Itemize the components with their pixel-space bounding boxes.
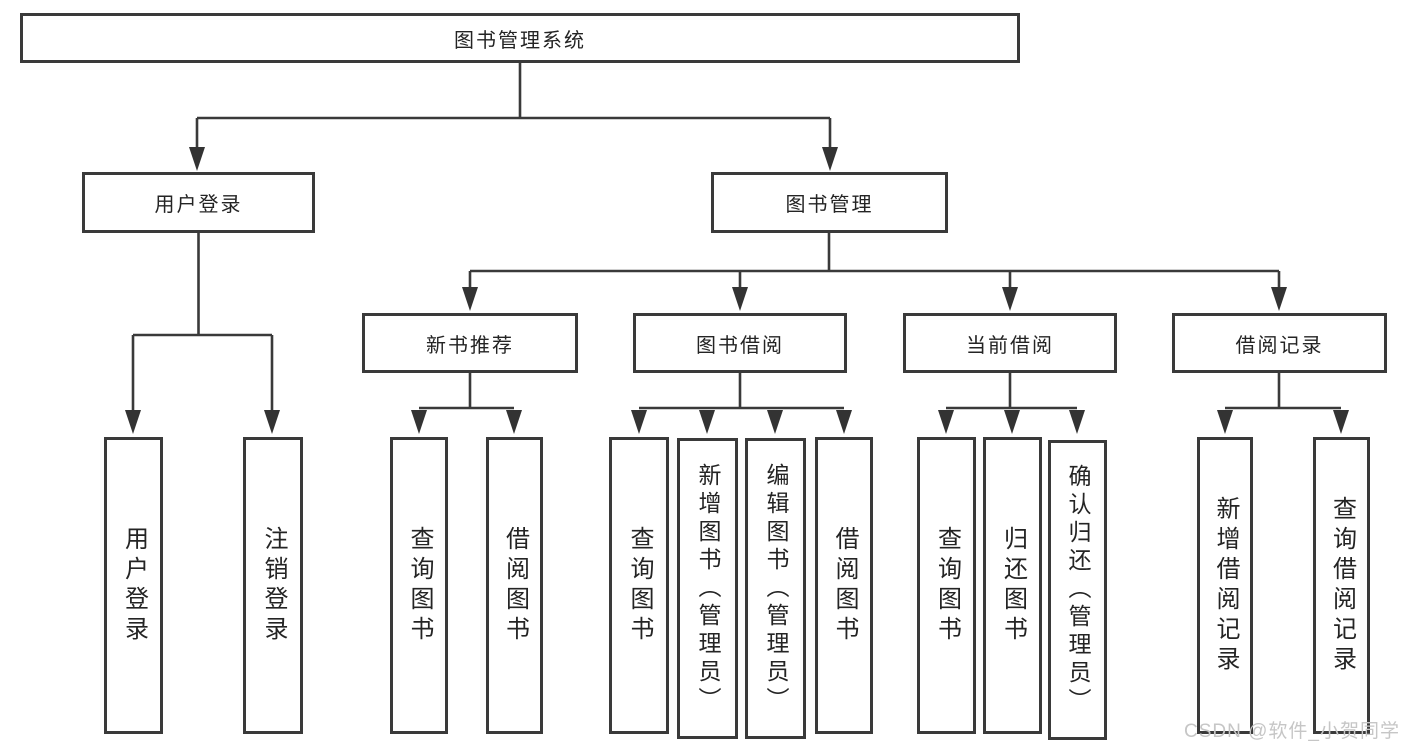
arrowhead-icon (836, 410, 852, 434)
arrowhead-icon (938, 410, 954, 434)
leaf-edit-books-admin: 编辑图书（管理员） (745, 438, 806, 739)
arrowhead-icon (1002, 287, 1018, 311)
node-user-login: 用户登录 (82, 172, 315, 233)
arrowhead-icon (125, 410, 141, 434)
leaf-borrowing-query-books: 查询图书 (609, 437, 669, 734)
node-book-management: 图书管理 (711, 172, 948, 233)
arrowhead-icon (1333, 410, 1349, 434)
leaf-current-query-books: 查询图书 (917, 437, 976, 734)
connector-line-segments (131, 63, 1341, 412)
leaf-query-borrow-record: 查询借阅记录 (1313, 437, 1370, 734)
arrowhead-icon (1004, 410, 1020, 434)
arrowhead-icon (462, 287, 478, 311)
leaf-logout: 注销登录 (243, 437, 303, 734)
leaf-recommend-borrow-books: 借阅图书 (486, 437, 543, 734)
arrowhead-icon (411, 410, 427, 434)
arrowhead-icon (189, 147, 205, 171)
arrowhead-icon (1271, 287, 1287, 311)
leaf-recommend-query-books: 查询图书 (390, 437, 448, 734)
leaf-borrowing-borrow-books: 借阅图书 (815, 437, 873, 734)
arrowhead-icon (631, 410, 647, 434)
arrowhead-icon (1217, 410, 1233, 434)
arrowhead-icon (264, 410, 280, 434)
csdn-watermark: CSDN @软件_小贺同学 (1184, 721, 1400, 742)
arrowhead-icon (822, 147, 838, 171)
node-library-management-system: 图书管理系统 (20, 13, 1020, 63)
leaf-confirm-return-admin: 确认归还（管理员） (1048, 440, 1107, 740)
leaf-add-books-admin: 新增图书（管理员） (677, 438, 738, 739)
arrowhead-icon (732, 287, 748, 311)
leaf-add-borrow-record: 新增借阅记录 (1197, 437, 1253, 734)
node-borrowing-records: 借阅记录 (1172, 313, 1387, 373)
arrowhead-icons (125, 147, 1349, 434)
leaf-user-login: 用户登录 (104, 437, 163, 734)
node-current-borrowing: 当前借阅 (903, 313, 1117, 373)
arrowhead-icon (699, 410, 715, 434)
arrowhead-icon (767, 410, 783, 434)
node-new-book-recommendation: 新书推荐 (362, 313, 578, 373)
arrowhead-icon (1069, 410, 1085, 434)
arrowhead-icon (506, 410, 522, 434)
leaf-return-books: 归还图书 (983, 437, 1042, 734)
node-book-borrowing: 图书借阅 (633, 313, 847, 373)
